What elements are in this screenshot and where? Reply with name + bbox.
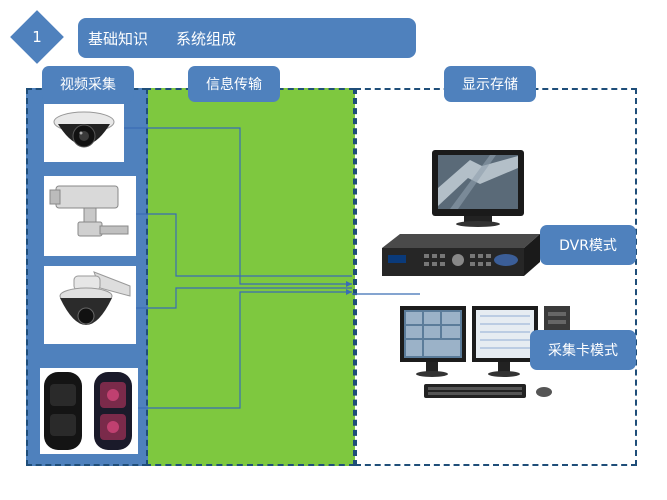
wire-ir [138, 291, 352, 409]
box-camera-icon [49, 185, 129, 237]
page-title-bar: 基础知识 系统组成 [78, 18, 416, 58]
frame-bottom-dash [145, 464, 355, 466]
step-number: 1 [32, 28, 42, 46]
tab-transmission: 信息传输 [188, 66, 280, 102]
lcd-monitor-icon [432, 150, 524, 227]
tab-capture: 视频采集 [42, 66, 134, 102]
speed-dome-camera-icon [59, 271, 131, 325]
box-camera-card [44, 176, 136, 256]
dome-camera-icon [53, 111, 115, 148]
badge-dvr-mode: DVR模式 [540, 225, 636, 265]
wire-speed-dome [136, 287, 352, 309]
ir-detector-card [40, 368, 138, 454]
dome-camera-card [44, 104, 124, 162]
tab-display: 显示存储 [444, 66, 536, 102]
dvr-recorder-icon [382, 234, 540, 276]
title-right: 系统组成 [176, 29, 237, 48]
wire-dome [124, 127, 352, 285]
divider-dash [353, 88, 355, 466]
speed-dome-card [44, 266, 136, 344]
title-left: 基础知识 [88, 29, 149, 48]
transmission-region [145, 88, 355, 466]
badge-capture-card-mode: 采集卡模式 [530, 330, 636, 370]
infrared-beam-detector-icon [44, 372, 132, 450]
wire-box [136, 213, 352, 277]
